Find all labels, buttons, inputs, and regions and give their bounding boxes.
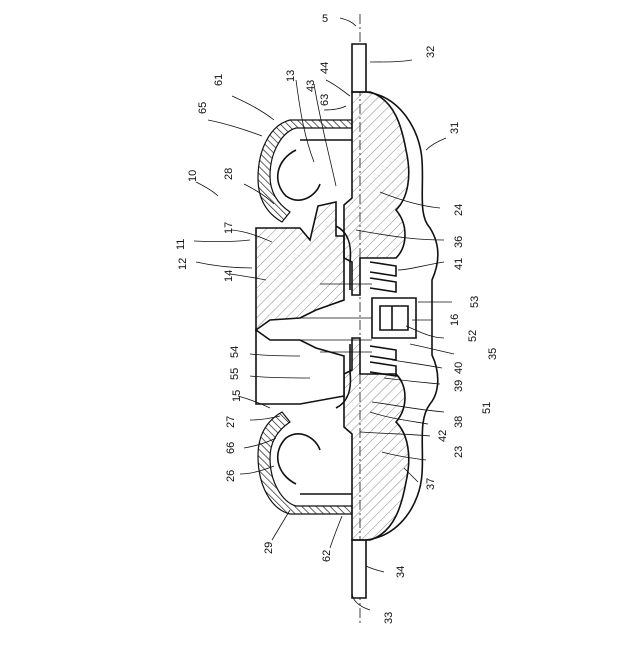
label-44: 44 bbox=[319, 62, 331, 74]
label-36: 36 bbox=[453, 236, 465, 248]
label-14: 14 bbox=[223, 270, 235, 282]
label-66: 66 bbox=[225, 442, 237, 454]
upper-flange-plate bbox=[352, 44, 366, 92]
label-40: 40 bbox=[453, 362, 465, 374]
label-23: 23 bbox=[453, 446, 465, 458]
label-13: 13 bbox=[285, 70, 297, 82]
label-54: 54 bbox=[229, 346, 241, 358]
label-28: 28 bbox=[223, 168, 235, 180]
label-15: 15 bbox=[231, 390, 243, 402]
bellows-upper bbox=[278, 140, 352, 200]
label-43: 43 bbox=[305, 80, 317, 92]
piston-rod-lower bbox=[256, 330, 344, 404]
teeth-upper bbox=[370, 262, 396, 292]
label-63: 63 bbox=[319, 94, 331, 106]
label-53: 53 bbox=[469, 296, 481, 308]
label-10: 10 bbox=[187, 170, 199, 182]
label-31: 31 bbox=[449, 122, 461, 134]
label-27: 27 bbox=[225, 416, 237, 428]
label-33: 33 bbox=[383, 612, 395, 624]
label-32: 32 bbox=[425, 46, 437, 58]
elastic-body bbox=[344, 92, 409, 295]
label-55: 55 bbox=[229, 368, 241, 380]
label-65: 65 bbox=[197, 102, 209, 114]
lower-flange-plate bbox=[352, 540, 366, 598]
label-42: 42 bbox=[437, 430, 449, 442]
label-26: 26 bbox=[225, 470, 237, 482]
piston-rod-body bbox=[256, 202, 344, 330]
label-24: 24 bbox=[453, 204, 465, 216]
label-62: 62 bbox=[321, 550, 333, 562]
label-16: 16 bbox=[449, 314, 461, 326]
reference-numerals: 5 10 11 12 13 14 15 16 17 23 24 26 27 28… bbox=[175, 13, 499, 624]
label-41: 41 bbox=[453, 258, 465, 270]
elastic-body-lower bbox=[344, 338, 409, 540]
label-37: 37 bbox=[425, 478, 437, 490]
label-34: 34 bbox=[395, 566, 407, 578]
label-51: 51 bbox=[481, 402, 493, 414]
dust-cover-lower bbox=[258, 412, 352, 514]
label-38: 38 bbox=[453, 416, 465, 428]
label-35: 35 bbox=[487, 348, 499, 360]
label-5: 5 bbox=[322, 13, 328, 25]
label-29: 29 bbox=[263, 542, 275, 554]
bellows-lower bbox=[278, 434, 352, 494]
label-61: 61 bbox=[213, 74, 225, 86]
label-52: 52 bbox=[467, 330, 479, 342]
label-12: 12 bbox=[177, 258, 189, 270]
label-17: 17 bbox=[223, 222, 235, 234]
center-cap bbox=[372, 298, 416, 338]
teeth-lower bbox=[370, 346, 396, 376]
label-11: 11 bbox=[175, 239, 187, 250]
dust-cover-upper bbox=[258, 120, 352, 222]
label-39: 39 bbox=[453, 380, 465, 392]
